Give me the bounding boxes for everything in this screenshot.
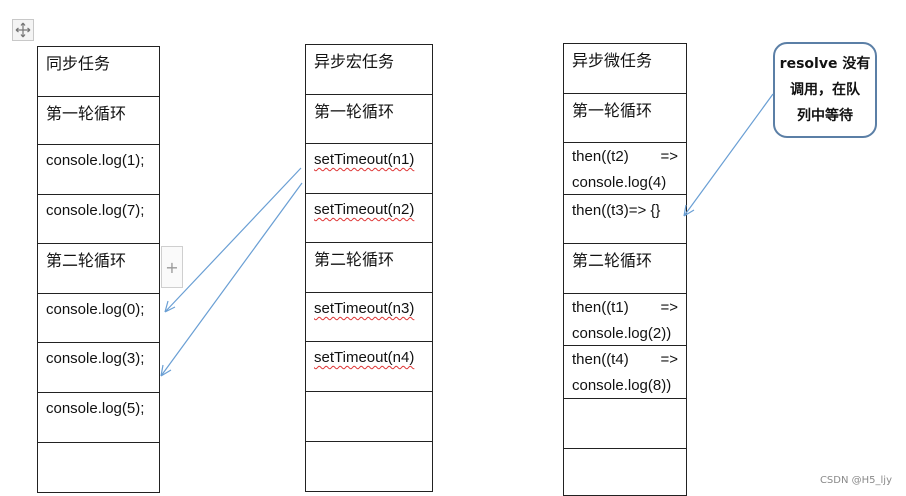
sync-loop2: 第二轮循环 [38,244,159,294]
macro-empty-row-1 [306,392,432,442]
micro-loop2: 第二轮循环 [564,244,686,294]
move-arrows-icon [15,22,31,38]
sync-row1: console.log(1); [38,145,159,195]
sync-row3: console.log(0); [38,294,159,343]
table-move-handle-icon[interactable] [12,19,34,41]
macro-tasks-column: 异步宏任务 第一轮循环 setTimeout(n1) setTimeout(n2… [305,44,433,492]
macro-loop2: 第二轮循环 [306,243,432,293]
micro-row4-b: => [660,351,678,368]
micro-row4-c: console.log(8)) [572,377,672,394]
macro-row1-cell: setTimeout(n1) [306,144,432,194]
arrow-n1-to-log0 [164,167,302,313]
micro-row1-b: => [660,148,678,165]
micro-tasks-column: 异步微任务 第一轮循环 then((t2) => console.log(4) t… [563,43,687,496]
micro-header: 异步微任务 [564,44,686,94]
callout-line3: 列中等待 [797,108,853,124]
resolve-callout: resolve 没有 调用，在队 列中等待 [773,42,877,138]
sync-tasks-column: 同步任务 第一轮循环 console.log(1); console.log(7… [37,46,160,493]
add-row-plus-icon[interactable]: + [161,246,183,288]
micro-row4: then((t4) => console.log(8)) [564,346,686,399]
macro-row1: setTimeout(n1) [314,151,415,168]
arrow-n2-to-log3 [160,182,303,377]
arrow-callout-to-t3 [683,93,774,217]
macro-row3-cell: setTimeout(n3) [306,293,432,342]
macro-row2: setTimeout(n2) [314,201,415,218]
macro-row4-cell: setTimeout(n4) [306,342,432,392]
micro-row1-c: console.log(4) [572,174,667,191]
sync-loop1: 第一轮循环 [38,97,159,145]
sync-row2: console.log(7); [38,195,159,244]
micro-row4-a: then((t4) [572,351,629,368]
macro-loop1: 第一轮循环 [306,95,432,144]
micro-row3-c: console.log(2)) [572,325,672,342]
macro-header: 异步宏任务 [306,45,432,95]
macro-row4: setTimeout(n4) [314,349,415,366]
micro-row2: then((t3)=> {} [564,195,686,244]
callout-line1: resolve 没有 [779,56,871,72]
micro-loop1: 第一轮循环 [564,94,686,143]
sync-header: 同步任务 [38,47,159,97]
micro-row1: then((t2) => console.log(4) [564,143,686,195]
sync-row5: console.log(5); [38,393,159,443]
macro-row3: setTimeout(n3) [314,300,415,317]
micro-empty-row-1 [564,399,686,449]
watermark: CSDN @H5_ljy [819,475,892,486]
micro-row3-b: => [660,299,678,316]
sync-row4: console.log(3); [38,343,159,393]
micro-row3-a: then((t1) [572,299,629,316]
callout-line2: 调用，在队 [790,82,860,98]
macro-row2-cell: setTimeout(n2) [306,194,432,243]
micro-row3: then((t1) => console.log(2)) [564,294,686,346]
micro-row1-a: then((t2) [572,148,629,165]
